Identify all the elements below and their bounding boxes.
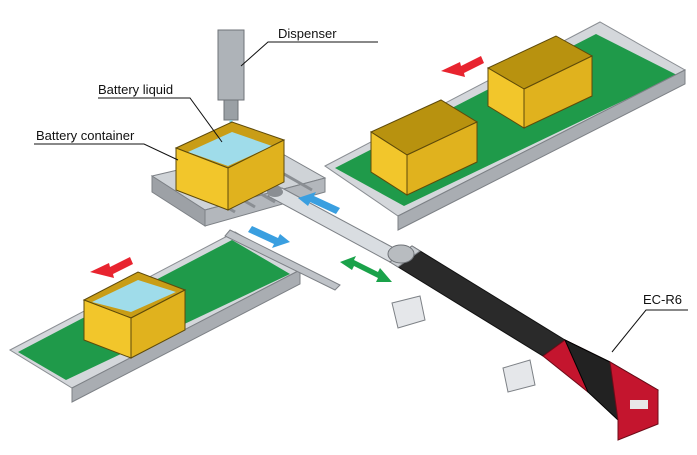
label-battery-liquid: Battery liquid	[98, 82, 223, 143]
guide-rail	[224, 229, 341, 291]
ec-r6-actuator	[387, 244, 659, 441]
ec-r6-label: EC-R6	[643, 292, 682, 307]
blue-double-arrow	[248, 192, 340, 248]
upper-conveyor	[324, 21, 687, 231]
label-battery-container: Battery container	[34, 128, 179, 161]
battery-container-label: Battery container	[36, 128, 135, 143]
battery-liquid-label: Battery liquid	[98, 82, 173, 97]
label-ec-r6: EC-R6	[611, 292, 688, 353]
red-left-arrow	[441, 56, 484, 77]
container-filled	[82, 271, 187, 359]
label-dispenser: Dispenser	[240, 26, 378, 67]
red-left-arrow	[90, 257, 133, 278]
dispenser-label: Dispenser	[278, 26, 337, 41]
green-double-arrow	[340, 256, 392, 282]
container-empty-2	[486, 35, 594, 129]
container-empty-1	[369, 99, 479, 196]
container-filling	[174, 121, 286, 211]
